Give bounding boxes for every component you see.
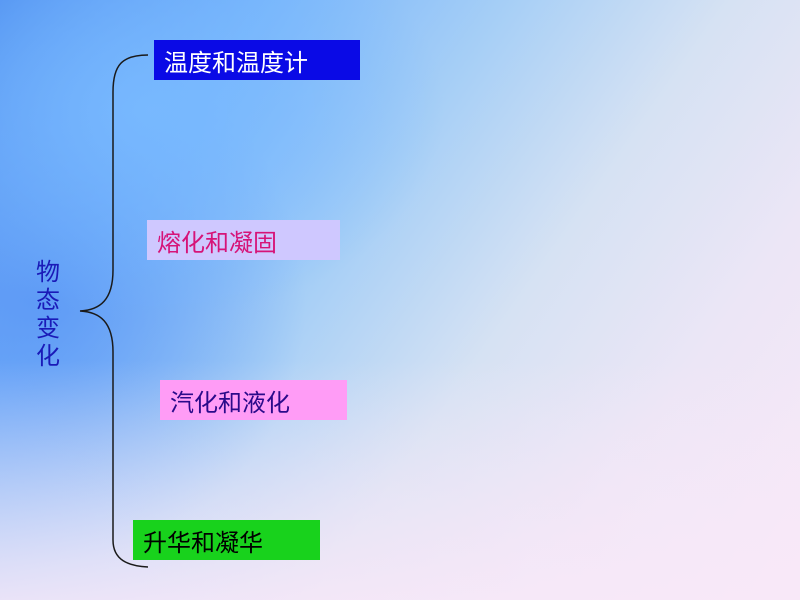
topic-sublimation-deposition[interactable]: 升华和凝华 (133, 520, 320, 560)
root-label: 物态变化 (36, 258, 60, 370)
topic-melting-solidifying[interactable]: 熔化和凝固 (147, 220, 340, 260)
topic-vaporization-liquefaction[interactable]: 汽化和液化 (160, 380, 347, 420)
topic-temperature-thermometer[interactable]: 温度和温度计 (154, 40, 360, 80)
